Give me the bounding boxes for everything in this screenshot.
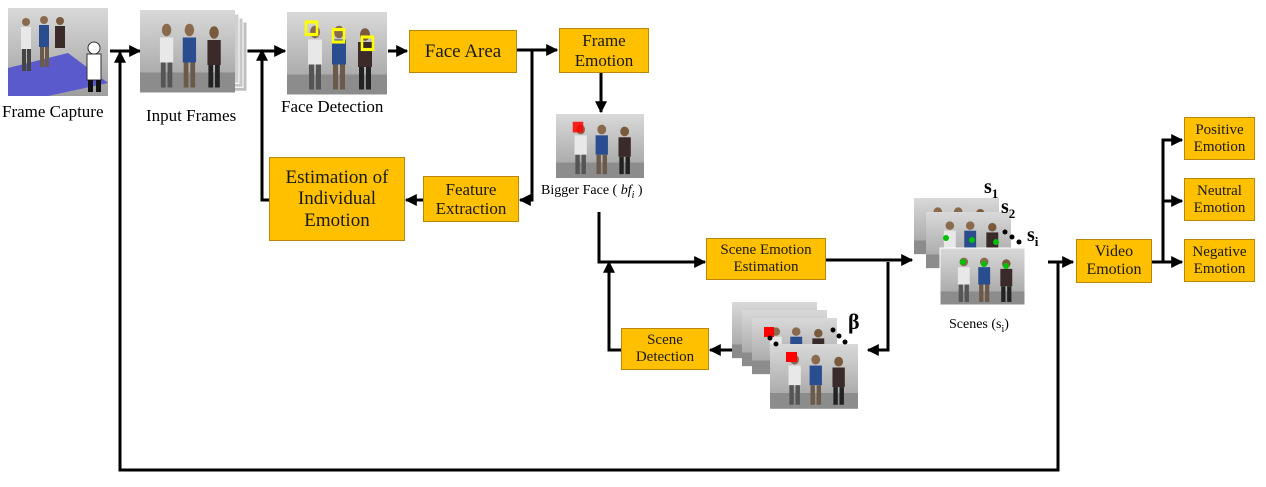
frame-capture-image [8,8,108,96]
feature-extraction-label: Feature Extraction [435,179,507,218]
scenes-sub: i [1001,323,1005,335]
scene-detection-box: Scene Detection [621,328,709,370]
video-emotion-box: Video Emotion [1076,239,1152,283]
input-frames-stack [140,10,248,93]
frame-emotion-label: Frame Emotion [574,31,634,70]
estimation-individual-box: Estimation of Individual Emotion [269,157,405,241]
input-frames-label: Input Frames [146,106,237,125]
arrow-biggerface-to-sceneestimation [597,212,707,268]
detection-dots [767,327,848,347]
scenes-dots [1002,229,1022,245]
beta-label: β [848,309,860,334]
s1-letter: s [984,176,992,198]
arrow-feedback-loop [114,50,1060,472]
positive-emotion-label: Positive Emotion [1193,121,1246,155]
neutral-emotion-label: Neutral Emotion [1193,182,1246,216]
positive-emotion-box: Positive Emotion [1184,117,1255,160]
arrow-to-feature-extraction [518,50,534,206]
scene-detection-label: Scene Detection [635,332,695,365]
arrow-scenedetection-back [603,260,621,352]
si-label: si [1027,224,1038,250]
bigger-face-image [556,114,644,178]
face-area-label: Face Area [424,40,502,62]
arrow-estimation-to-input [256,48,269,202]
bigger-face-suffix: ) [637,183,643,198]
s2-sub: 2 [1008,206,1016,221]
video-emotion-label: Video Emotion [1086,243,1142,278]
s1-label: s1 [984,176,998,202]
si-letter: s [1027,224,1035,246]
s2-label: s2 [1001,196,1015,222]
s1-sub: 1 [991,186,999,201]
scenes-stack [914,198,1026,306]
scenes-label: Scenes (si) [949,317,1009,335]
s2-letter: s [1001,196,1009,218]
feature-extraction-box: Feature Extraction [423,176,519,222]
scenes-prefix: Scenes (s [949,317,1002,332]
scene-emotion-estimation-label: Scene Emotion Estimation [720,242,812,275]
neutral-emotion-box: Neutral Emotion [1184,178,1255,221]
scene-emotion-estimation-box: Scene Emotion Estimation [706,238,826,280]
negative-emotion-label: Negative Emotion [1192,243,1247,277]
face-area-box: Face Area [409,30,517,73]
frame-capture-label: Frame Capture [2,102,104,121]
estimation-individual-label: Estimation of Individual Emotion [285,167,389,231]
face-detection-label: Face Detection [281,97,384,116]
bigger-face-sub: i [631,189,635,201]
scene-detection-stack [732,302,858,409]
frame-emotion-box: Frame Emotion [559,28,649,73]
bigger-face-var: bf [620,183,632,198]
face-detection-image [287,12,387,95]
scenes-suffix: ) [1004,317,1009,332]
arrow-to-detection-stack [866,262,890,356]
si-sub: i [1034,234,1039,249]
bigger-face-label: Bigger Face ( bfi ) [541,183,643,201]
bigger-face-prefix: Bigger Face ( [541,183,618,198]
negative-emotion-box: Negative Emotion [1184,239,1255,282]
